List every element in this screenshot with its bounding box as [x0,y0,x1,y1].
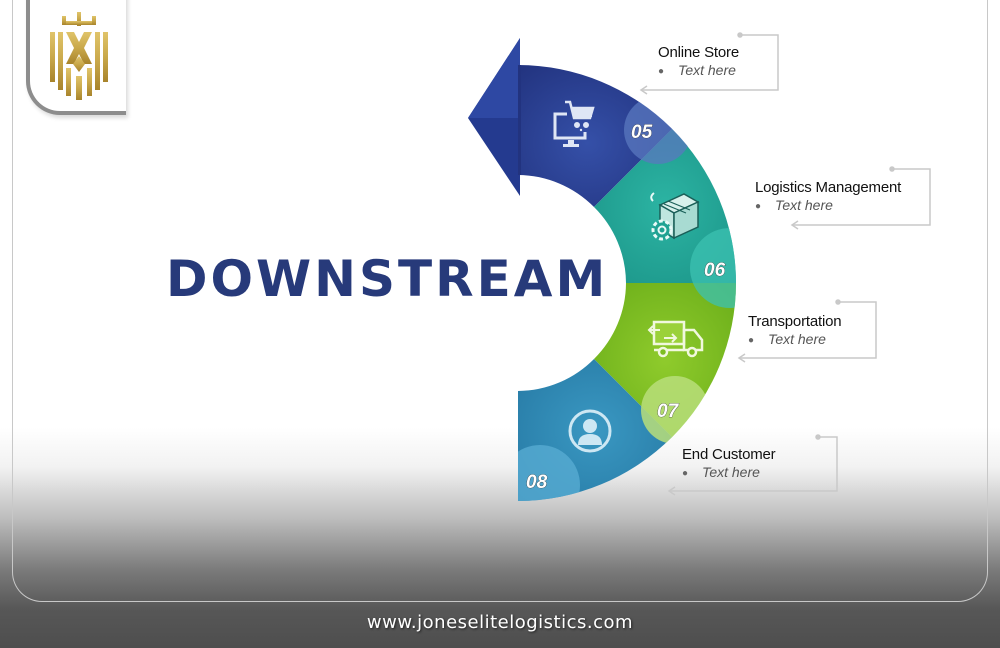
website-link[interactable]: www.joneselitelogistics.com [366,612,634,633]
stage-title: Logistics Management [755,179,902,196]
page-title: DOWNSTREAM [166,250,609,308]
badge-08-bg [518,445,580,501]
arrow-head [468,38,520,196]
callout-logistics-management: Logistics Management ●Text here [755,179,901,213]
box-gear-icon [650,192,700,241]
segment-05 [518,65,672,207]
callout-online-store: Online Store ●Text here [658,44,739,78]
stage-title: Transportation [748,313,842,330]
stage-number-08: 08 [526,472,548,493]
stage-bullet: ●Text here [658,62,736,78]
callout-end-customer: End Customer ●Text here [682,446,776,480]
page-frame [12,0,988,602]
callout-transportation: Transportation ●Text here [748,313,842,347]
stage-title: End Customer [682,446,776,463]
stage-number-06: 06 [704,260,726,281]
stage-number-07: 07 [657,401,680,422]
crown-shield-logo-icon [50,12,108,100]
badge-06-bg [690,228,736,308]
delivery-truck-icon [647,320,704,358]
stage-number-05: 05 [631,122,653,143]
user-circle-icon [568,409,612,453]
computer-cart-icon [553,100,595,147]
stage-bullet: ●Text here [682,464,760,480]
stage-bullet: ●Text here [755,197,833,213]
stage-title: Online Store [658,44,739,61]
callout-connectors [639,32,931,496]
stage-bullet: ●Text here [748,331,826,347]
